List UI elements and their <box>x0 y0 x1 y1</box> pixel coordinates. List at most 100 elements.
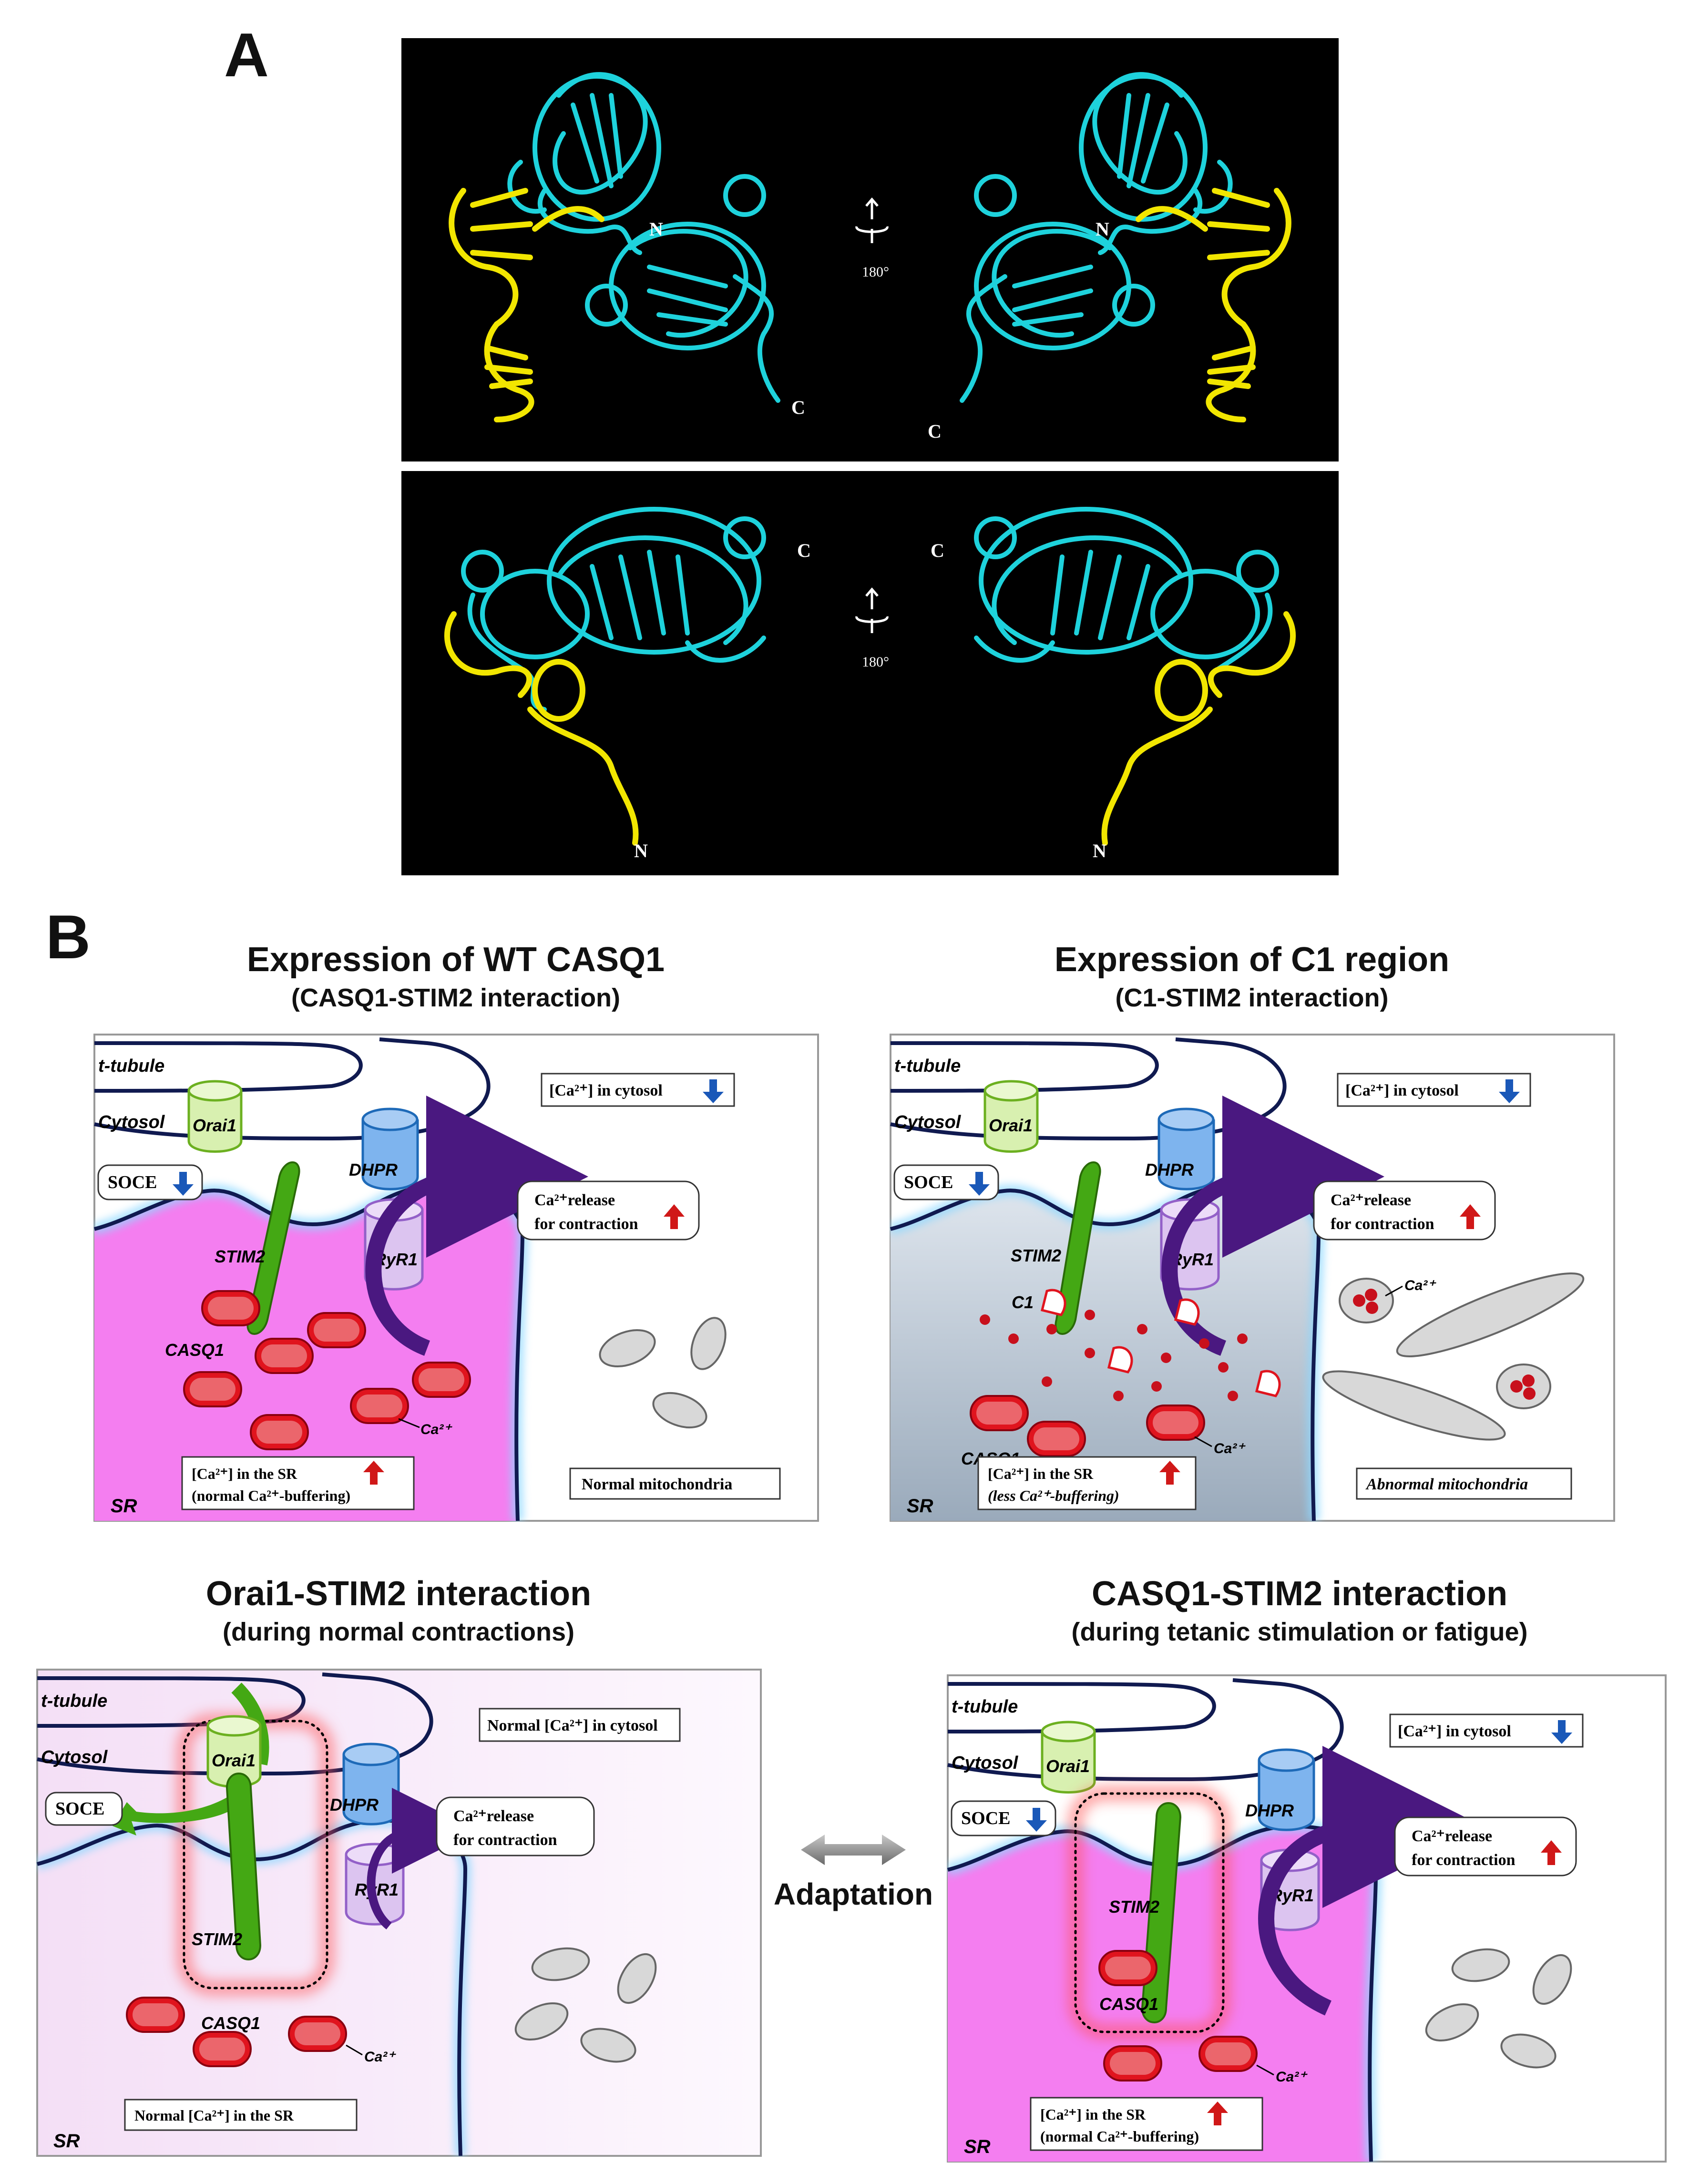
side-left-protein-ribbon <box>461 507 766 712</box>
tl-sr-label: SR <box>111 1496 137 1517</box>
rotation-icon-side <box>855 587 889 633</box>
tl-dhpr-label: DHPR <box>349 1160 398 1179</box>
right-protein-ribbon <box>960 72 1233 403</box>
tr-ca-pointer <box>1194 1436 1212 1447</box>
br-soce-badge: SOCE <box>951 1800 1056 1836</box>
br-cytosol-label: Cytosol <box>952 1753 1019 1773</box>
bl-casq1-group <box>126 1997 347 2067</box>
side-left-highlight-ribbon <box>444 611 639 846</box>
tl-sr-up-arrow-icon <box>363 1461 384 1485</box>
structure-top-svg: N C N C 180° <box>449 72 1291 442</box>
bl-sr-ca-box: Normal [Ca²⁺] in the SR <box>124 2099 358 2131</box>
tl-stim2-label: STIM2 <box>215 1247 265 1266</box>
tl-ca-pointer <box>398 1418 420 1428</box>
br-sr-ca-label-2: (normal Ca²⁺-buffering) <box>1040 2128 1199 2145</box>
adaptation-arrow <box>801 1835 906 1865</box>
tl-release-label-2: for contraction <box>534 1215 638 1233</box>
bl-ca-label: Ca²⁺ <box>364 2049 396 2065</box>
rotation-label-side: 180° <box>862 654 889 670</box>
tr-cytosol-label: Cytosol <box>894 1112 962 1132</box>
tr-dhpr-label: DHPR <box>1145 1160 1194 1179</box>
tl-cytosol-ca-box: [Ca²⁺] in cytosol <box>541 1073 735 1107</box>
tr-cytosol-ca-label: [Ca²⁺] in cytosol <box>1345 1082 1459 1099</box>
tl-stim2 <box>246 1161 300 1335</box>
tr-orai1-label: Orai1 <box>989 1116 1033 1135</box>
tr-mito-label: Abnormal mitochondria <box>1365 1476 1528 1493</box>
bl-title: Orai1-STIM2 interaction <box>205 1575 592 1613</box>
tr-sr-label: SR <box>907 1496 933 1517</box>
br-cytosol-ca-label: [Ca²⁺] in cytosol <box>1398 1723 1511 1740</box>
tl-ca-release-arrow <box>365 1096 588 1356</box>
side-c-right-label: C <box>931 540 944 561</box>
tr-c1-label: C1 <box>1012 1292 1034 1312</box>
bl-release-box: Ca²⁺release for contraction <box>436 1796 595 1856</box>
br-dhpr-channel <box>1258 1748 1315 1831</box>
tl-casq1-group <box>183 1290 471 1450</box>
br-dhpr-label: DHPR <box>1245 1801 1294 1820</box>
tr-title: Expression of C1 region <box>1054 941 1450 979</box>
tr-sr-ca-box: [Ca²⁺] in the SR (less Ca²⁺-buffering) <box>977 1456 1197 1510</box>
side-n-left-label: N <box>634 840 648 861</box>
bl-cytosol-label: Cytosol <box>41 1747 108 1767</box>
tl-casq1-label: CASQ1 <box>165 1340 224 1360</box>
top-n-left-label: N <box>649 218 663 240</box>
right-highlight-ribbon <box>1136 188 1291 422</box>
bl-t-tubule-label: t-tubule <box>41 1691 107 1711</box>
br-sr-label: SR <box>964 2136 991 2157</box>
br-subtitle: (during tetanic stimulation or fatigue) <box>1071 1618 1528 1646</box>
br-orai1-channel <box>1041 1721 1096 1794</box>
diagram-c1-region: t-tubule Cytosol SR Orai1 SOCE STIM2 C1 … <box>890 1034 1615 1522</box>
bl-stim2-label: STIM2 <box>192 1929 242 1949</box>
tr-free-ca-ions <box>980 1310 1248 1420</box>
bl-ca-pointer <box>346 2044 363 2056</box>
br-release-label-1: Ca²⁺release <box>1412 1827 1492 1845</box>
tl-soce-label: SOCE <box>108 1172 157 1192</box>
side-c-left-label: C <box>797 540 811 561</box>
rotation-label-top: 180° <box>862 264 889 280</box>
tl-t-tubule-label: t-tubule <box>98 1056 164 1076</box>
bl-release-label-1: Ca²⁺release <box>453 1807 534 1825</box>
tl-soce-down-arrow-icon <box>173 1172 194 1196</box>
tl-cytosol-down-arrow-icon <box>703 1079 724 1103</box>
tl-sr-ca-label-1: [Ca²⁺] in the SR <box>192 1465 297 1482</box>
diagram-casq1-stim2: t-tubule Cytosol SR Orai1 SOCE STIM2 DHP… <box>947 1674 1667 2163</box>
bl-release-label-2: for contraction <box>453 1831 557 1849</box>
br-casq1-label: CASQ1 <box>1099 1994 1158 2014</box>
side-right-highlight-ribbon <box>1101 611 1296 846</box>
br-release-up-arrow-icon <box>1541 1840 1562 1865</box>
tl-soce-badge: SOCE <box>97 1164 203 1200</box>
tr-dhpr-channel <box>1157 1107 1215 1190</box>
tr-t-tubule-label: t-tubule <box>894 1056 961 1076</box>
tl-normal-mitochondria-icon <box>599 1317 727 1429</box>
br-sr-up-arrow-icon <box>1207 2102 1228 2125</box>
tl-casq1-inner-dots <box>190 1297 464 1444</box>
br-casq1-inner <box>1105 1957 1251 2075</box>
br-t-tubule-label: t-tubule <box>952 1697 1018 1717</box>
tl-sr-ca-label-2: (normal Ca²⁺-buffering) <box>192 1487 350 1504</box>
br-cytosol-ca-box: [Ca²⁺] in cytosol <box>1389 1713 1584 1748</box>
tr-release-label-1: Ca²⁺release <box>1331 1191 1411 1209</box>
tr-cytosol-ca-box: [Ca²⁺] in cytosol <box>1337 1073 1531 1107</box>
tl-release-box: Ca²⁺release for contraction <box>517 1180 700 1241</box>
tr-mito-box: Abnormal mitochondria <box>1356 1467 1572 1500</box>
bl-casq1-inner <box>133 2003 340 2061</box>
tr-c1-fragments <box>1040 1289 1281 1397</box>
br-stim2-label: STIM2 <box>1109 1897 1159 1917</box>
tr-abnormal-mitochondria-icon <box>1322 1272 1585 1441</box>
tl-mito-label: Normal mitochondria <box>582 1476 732 1493</box>
bl-influx-arrow <box>113 1783 246 1835</box>
bl-orai1-label: Orai1 <box>212 1751 256 1770</box>
side-n-right-label: N <box>1093 840 1106 861</box>
tr-release-box: Ca²⁺release for contraction <box>1313 1180 1496 1241</box>
tl-sr-ca-box: [Ca²⁺] in the SR (normal Ca²⁺-buffering) <box>181 1456 415 1510</box>
bl-mitochondria-icon <box>514 1947 657 2063</box>
tl-orai1-label: Orai1 <box>193 1116 236 1135</box>
bl-soce-badge: SOCE <box>45 1792 123 1826</box>
bl-orai1-channel <box>206 1715 262 1788</box>
bl-subtitle: (during normal contractions) <box>222 1618 575 1646</box>
tr-release-label-2: for contraction <box>1331 1215 1434 1233</box>
tr-ca-mito-label: Ca²⁺ <box>1404 1278 1436 1293</box>
br-mitochondria-icon <box>1425 1948 1572 2069</box>
tr-sr-ca-label-1: [Ca²⁺] in the SR <box>988 1465 1094 1482</box>
tl-release-up-arrow-icon <box>664 1204 685 1229</box>
